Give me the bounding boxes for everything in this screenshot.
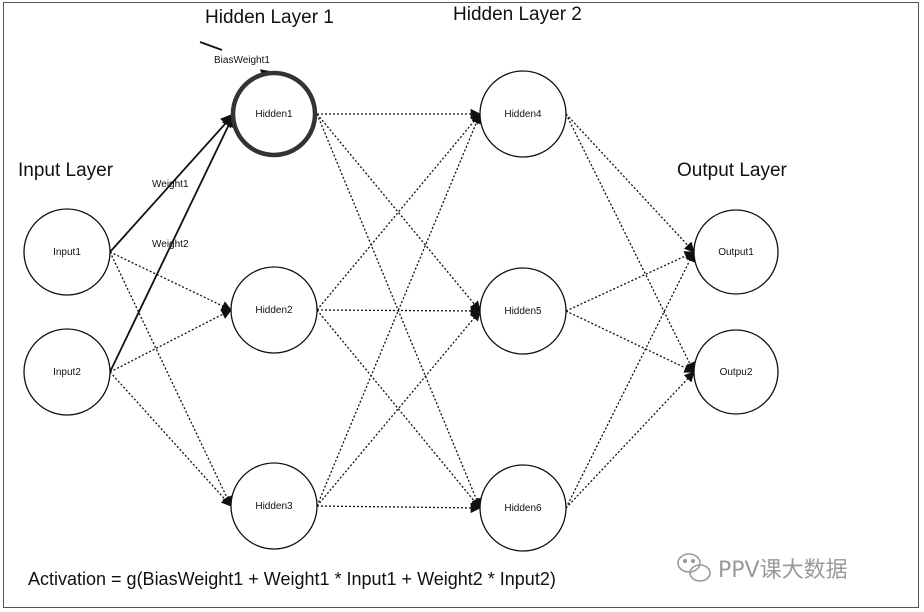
edge-hidden1-hidden5	[316, 113, 481, 312]
node-output1	[693, 209, 779, 295]
edge-hidden3-hidden4	[316, 113, 482, 507]
edge-weight2	[109, 112, 235, 373]
edge-hidden2-hidden4	[316, 113, 481, 311]
edge-hidden5-output2	[565, 310, 695, 373]
node-output1-label: Output1	[718, 247, 754, 258]
node-hidden3	[230, 462, 318, 550]
hidden-layer-2-title: Hidden Layer 2	[453, 4, 582, 25]
edge-input2-hidden2	[109, 309, 232, 373]
edge-hidden6-output1	[565, 251, 695, 509]
node-hidden1	[230, 70, 318, 158]
weight1-label: Weight1	[152, 179, 189, 190]
node-hidden2	[230, 266, 318, 354]
edge-weight1	[109, 112, 235, 253]
node-output2-label: Outpu2	[720, 367, 753, 378]
edge-hidden2-hidden5	[316, 305, 482, 317]
activation-formula: Activation = g(BiasWeight1 + Weight1 * I…	[28, 569, 556, 589]
edge-input1-hidden3	[109, 251, 232, 507]
node-hidden6-label: Hidden6	[504, 503, 542, 514]
watermark-text: PPV课大数据	[718, 558, 848, 583]
diagram-frame	[3, 2, 919, 608]
node-input1	[23, 208, 111, 296]
node-hidden3-label: Hidden3	[255, 501, 293, 512]
weight2-label: Weight2	[152, 239, 189, 250]
edge-input1-hidden2	[109, 251, 232, 311]
edge-hidden3-hidden6	[316, 502, 482, 514]
output-layer-title: Output Layer	[677, 160, 788, 181]
bias-weight1-label: BiasWeight1	[214, 55, 270, 66]
node-hidden6	[479, 464, 567, 552]
node-input1-label: Input1	[53, 247, 81, 258]
node-output2	[693, 329, 779, 415]
edge-hidden2-hidden6	[316, 309, 481, 509]
hidden-layer-1-title: Hidden Layer 1	[205, 7, 334, 28]
node-hidden4-label: Hidden4	[504, 109, 542, 120]
wechat-icon	[677, 553, 711, 582]
node-hidden5	[479, 267, 567, 355]
edge-hidden5-output1	[565, 251, 695, 312]
node-hidden4	[479, 70, 567, 158]
edge-hidden4-output1	[565, 113, 695, 253]
edge-hidden3-hidden5	[316, 310, 481, 507]
node-input2	[23, 328, 111, 416]
input-layer-title: Input Layer	[18, 160, 114, 181]
node-hidden1-label: Hidden1	[255, 109, 293, 120]
edge-hidden4-output2	[565, 113, 695, 373]
node-hidden5-label: Hidden5	[504, 306, 542, 317]
bias-arrow-tail	[199, 41, 223, 51]
edge-input2-hidden3	[109, 371, 232, 507]
node-hidden2-label: Hidden2	[255, 305, 293, 316]
edge-hidden6-output2	[565, 371, 695, 509]
node-input2-label: Input2	[53, 367, 81, 378]
